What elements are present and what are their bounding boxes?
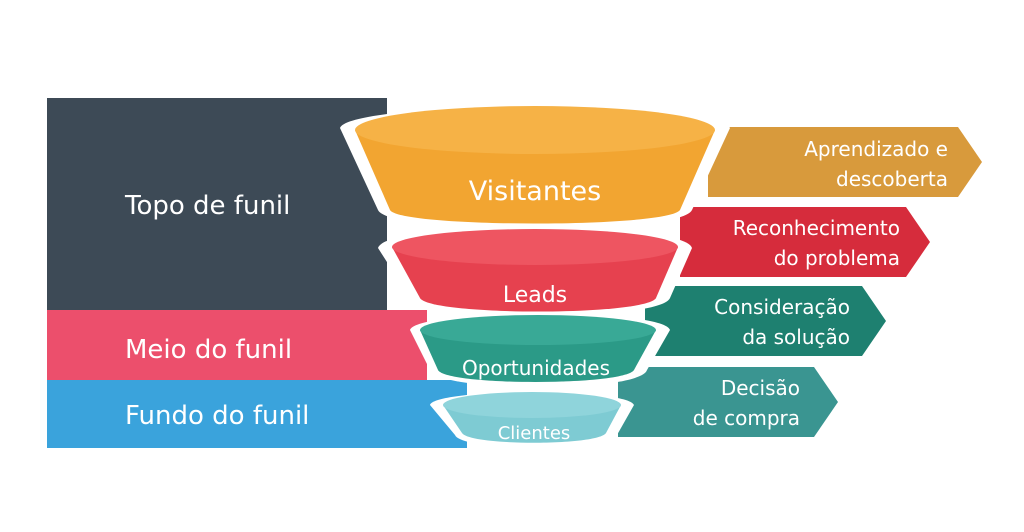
step-aprendizado-line1: Aprendizado e [804,137,948,161]
step-reconhecimento-line2: do problema [774,246,900,270]
fundo-band [47,380,467,448]
step-arrow-reconhecimento [680,207,930,277]
step-decisao-line1: Decisão [721,376,800,400]
step-reconhecimento-line1: Reconhecimento [733,216,900,240]
stage-label-topo: Topo de funil [124,191,290,221]
step-arrow-consideracao [645,286,886,356]
step-consideracao-line2: da solução [742,325,850,349]
tier-label-leads: Leads [503,283,567,308]
topo-band [47,98,387,310]
stage-label-meio: Meio do funil [125,335,292,365]
tier-label-visitantes: Visitantes [469,176,601,207]
step-arrow-decisao [618,367,838,437]
tier-label-oportunidades: Oportunidades [462,356,610,380]
step-consideracao-line1: Consideração [714,295,850,319]
tier-visitantes: Visitantes [355,106,715,224]
step-aprendizado-line2: descoberta [836,167,948,191]
meio-band [47,310,427,380]
tier-oportunidades: Oportunidades [420,315,656,382]
step-decisao-line2: de compra [693,406,800,430]
tier-leads: Leads [392,229,678,312]
stage-label-fundo: Fundo do funil [125,401,309,431]
step-arrow-aprendizado [708,127,982,197]
tier-label-clientes: Clientes [498,423,571,444]
tier-clientes: Clientes [443,392,621,444]
